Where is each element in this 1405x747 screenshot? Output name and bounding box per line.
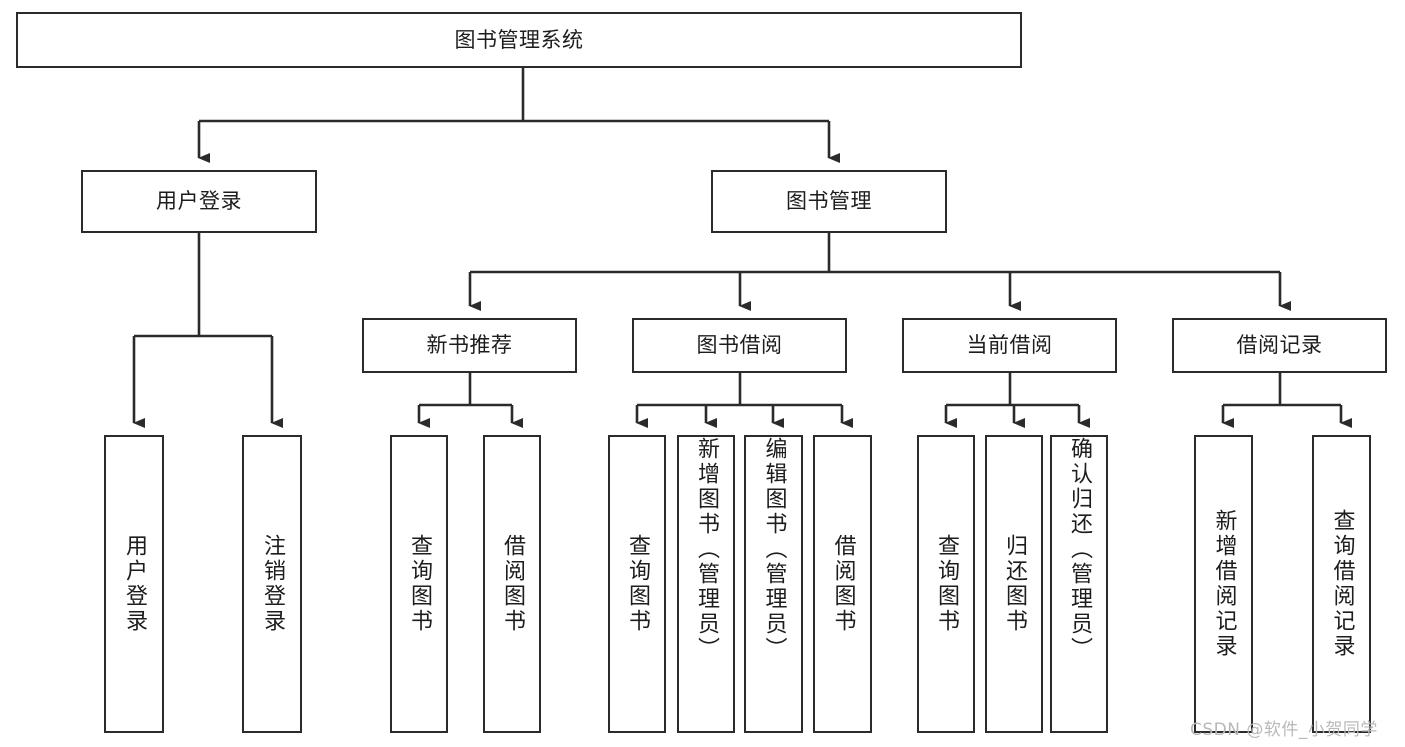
leaf-query-borrow-record[interactable]: 查询借阅记录 [1312,435,1371,733]
leaf-query-book-borrow-label: 查询图书 [625,534,650,634]
leaf-user-login-label: 用户登录 [122,534,147,634]
node-book-management-label: 图书管理 [786,189,872,214]
leaf-borrow-book[interactable]: 借阅图书 [813,435,872,733]
leaf-add-borrow-record-label: 新增借阅记录 [1211,509,1237,659]
leaf-query-book-recommend-label: 查询图书 [407,534,432,634]
leaf-add-book-admin[interactable]: 新增图书（管理员） [677,435,735,733]
leaf-confirm-return-admin[interactable]: 确认归还（管理员） [1050,435,1108,733]
leaf-borrow-book-recommend-label: 借阅图书 [500,534,525,634]
node-new-book-recommend-label: 新书推荐 [426,333,513,358]
node-user-login-label: 用户登录 [156,189,242,214]
node-root[interactable]: 图书管理系统 [16,12,1022,68]
leaf-confirm-return-admin-label: 确认归还（管理员） [1067,437,1092,662]
leaf-query-book-recommend[interactable]: 查询图书 [390,435,448,733]
leaf-edit-book-admin-label: 编辑图书（管理员） [761,437,787,662]
node-book-borrow[interactable]: 图书借阅 [632,318,847,373]
leaf-query-book-borrow[interactable]: 查询图书 [608,435,666,733]
leaf-logout-label: 注销登录 [260,534,285,634]
leaf-borrow-book-recommend[interactable]: 借阅图书 [483,435,541,733]
node-current-borrow[interactable]: 当前借阅 [902,318,1117,373]
watermark-text: CSDN @软件_小贺同学 [1190,720,1378,740]
node-borrow-records-label: 借阅记录 [1236,333,1323,358]
node-user-login[interactable]: 用户登录 [81,170,317,233]
leaf-return-book[interactable]: 归还图书 [985,435,1043,733]
leaf-add-book-admin-label: 新增图书（管理员） [694,437,719,662]
node-new-book-recommend[interactable]: 新书推荐 [362,318,577,373]
leaf-query-book-current[interactable]: 查询图书 [917,435,975,733]
node-book-borrow-label: 图书借阅 [696,333,783,358]
node-borrow-records[interactable]: 借阅记录 [1172,318,1387,373]
leaf-user-login[interactable]: 用户登录 [104,435,164,733]
node-book-management[interactable]: 图书管理 [711,170,947,233]
leaf-add-borrow-record[interactable]: 新增借阅记录 [1194,435,1253,733]
leaf-query-borrow-record-label: 查询借阅记录 [1329,509,1355,659]
leaf-edit-book-admin[interactable]: 编辑图书（管理员） [744,435,803,733]
node-root-label: 图书管理系统 [454,27,584,52]
leaf-return-book-label: 归还图书 [1002,534,1027,634]
leaf-logout[interactable]: 注销登录 [242,435,302,733]
leaf-query-book-current-label: 查询图书 [934,534,959,634]
node-current-borrow-label: 当前借阅 [966,333,1053,358]
leaf-borrow-book-label: 借阅图书 [830,534,856,634]
